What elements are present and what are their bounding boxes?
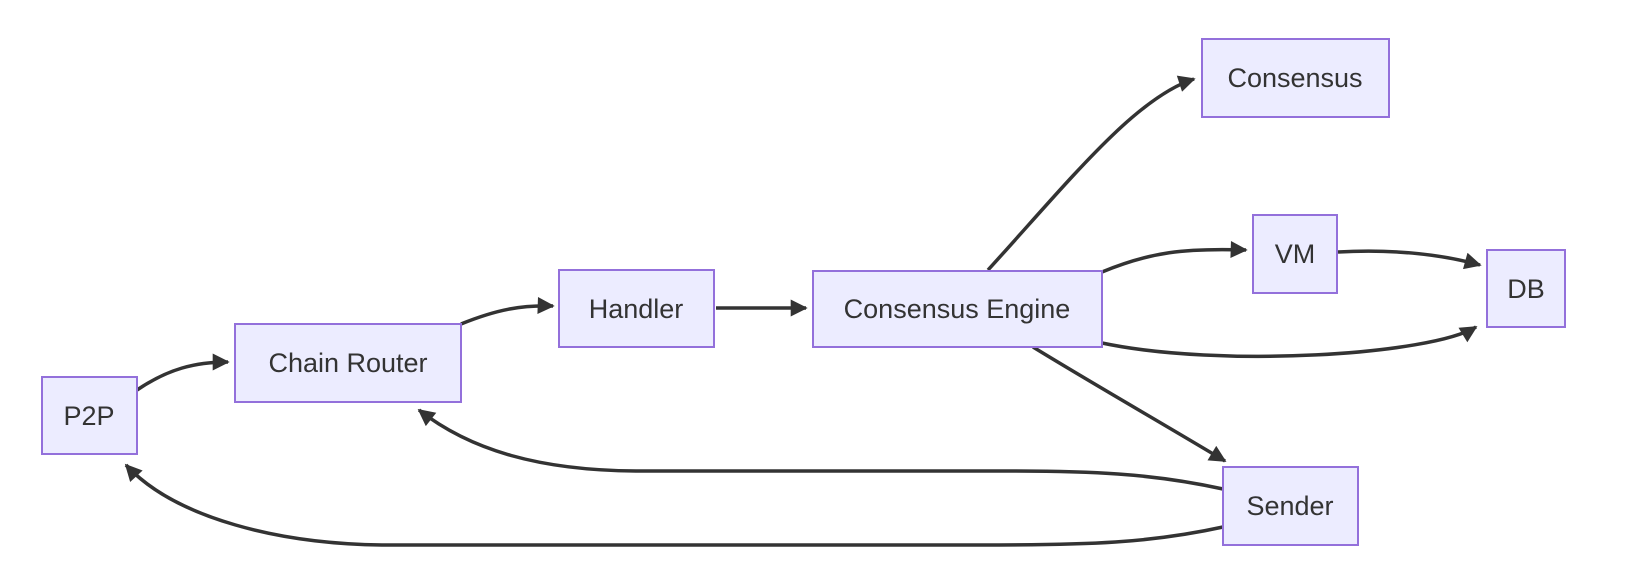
node-consensus: Consensus	[1201, 38, 1390, 118]
node-db-label: DB	[1507, 274, 1545, 304]
node-handler: Handler	[558, 269, 715, 348]
node-p2p: P2P	[41, 376, 138, 455]
edge-p2p-to-chain-router	[136, 353, 230, 392]
node-consensus-label: Consensus	[1227, 63, 1362, 93]
edges-layer	[124, 75, 1482, 547]
node-sender-label: Sender	[1246, 491, 1333, 521]
node-p2p-label: P2P	[63, 401, 114, 431]
edge-sender-to-p2p	[124, 463, 1224, 547]
node-db: DB	[1486, 249, 1566, 328]
node-consensus-engine: Consensus Engine	[812, 270, 1103, 348]
node-consensus-engine-label: Consensus Engine	[844, 294, 1071, 324]
node-chain-router-label: Chain Router	[268, 348, 427, 378]
edge-consensus-engine-to-vm	[1101, 241, 1248, 274]
node-vm-label: VM	[1275, 239, 1316, 269]
node-sender: Sender	[1222, 466, 1359, 546]
nodes-layer: P2P Chain Router Handler Consensus Engin…	[41, 38, 1566, 546]
edge-sender-to-chain-router	[417, 408, 1224, 491]
edge-consensus-engine-to-db	[1101, 325, 1478, 359]
edge-chain-router-to-handler	[460, 296, 555, 326]
edge-vm-to-db	[1337, 249, 1482, 270]
node-handler-label: Handler	[589, 294, 684, 324]
edge-consensus-engine-to-consensus	[986, 75, 1196, 272]
edge-consensus-engine-to-sender	[1032, 345, 1227, 463]
node-vm: VM	[1252, 214, 1338, 294]
node-chain-router: Chain Router	[234, 323, 462, 403]
